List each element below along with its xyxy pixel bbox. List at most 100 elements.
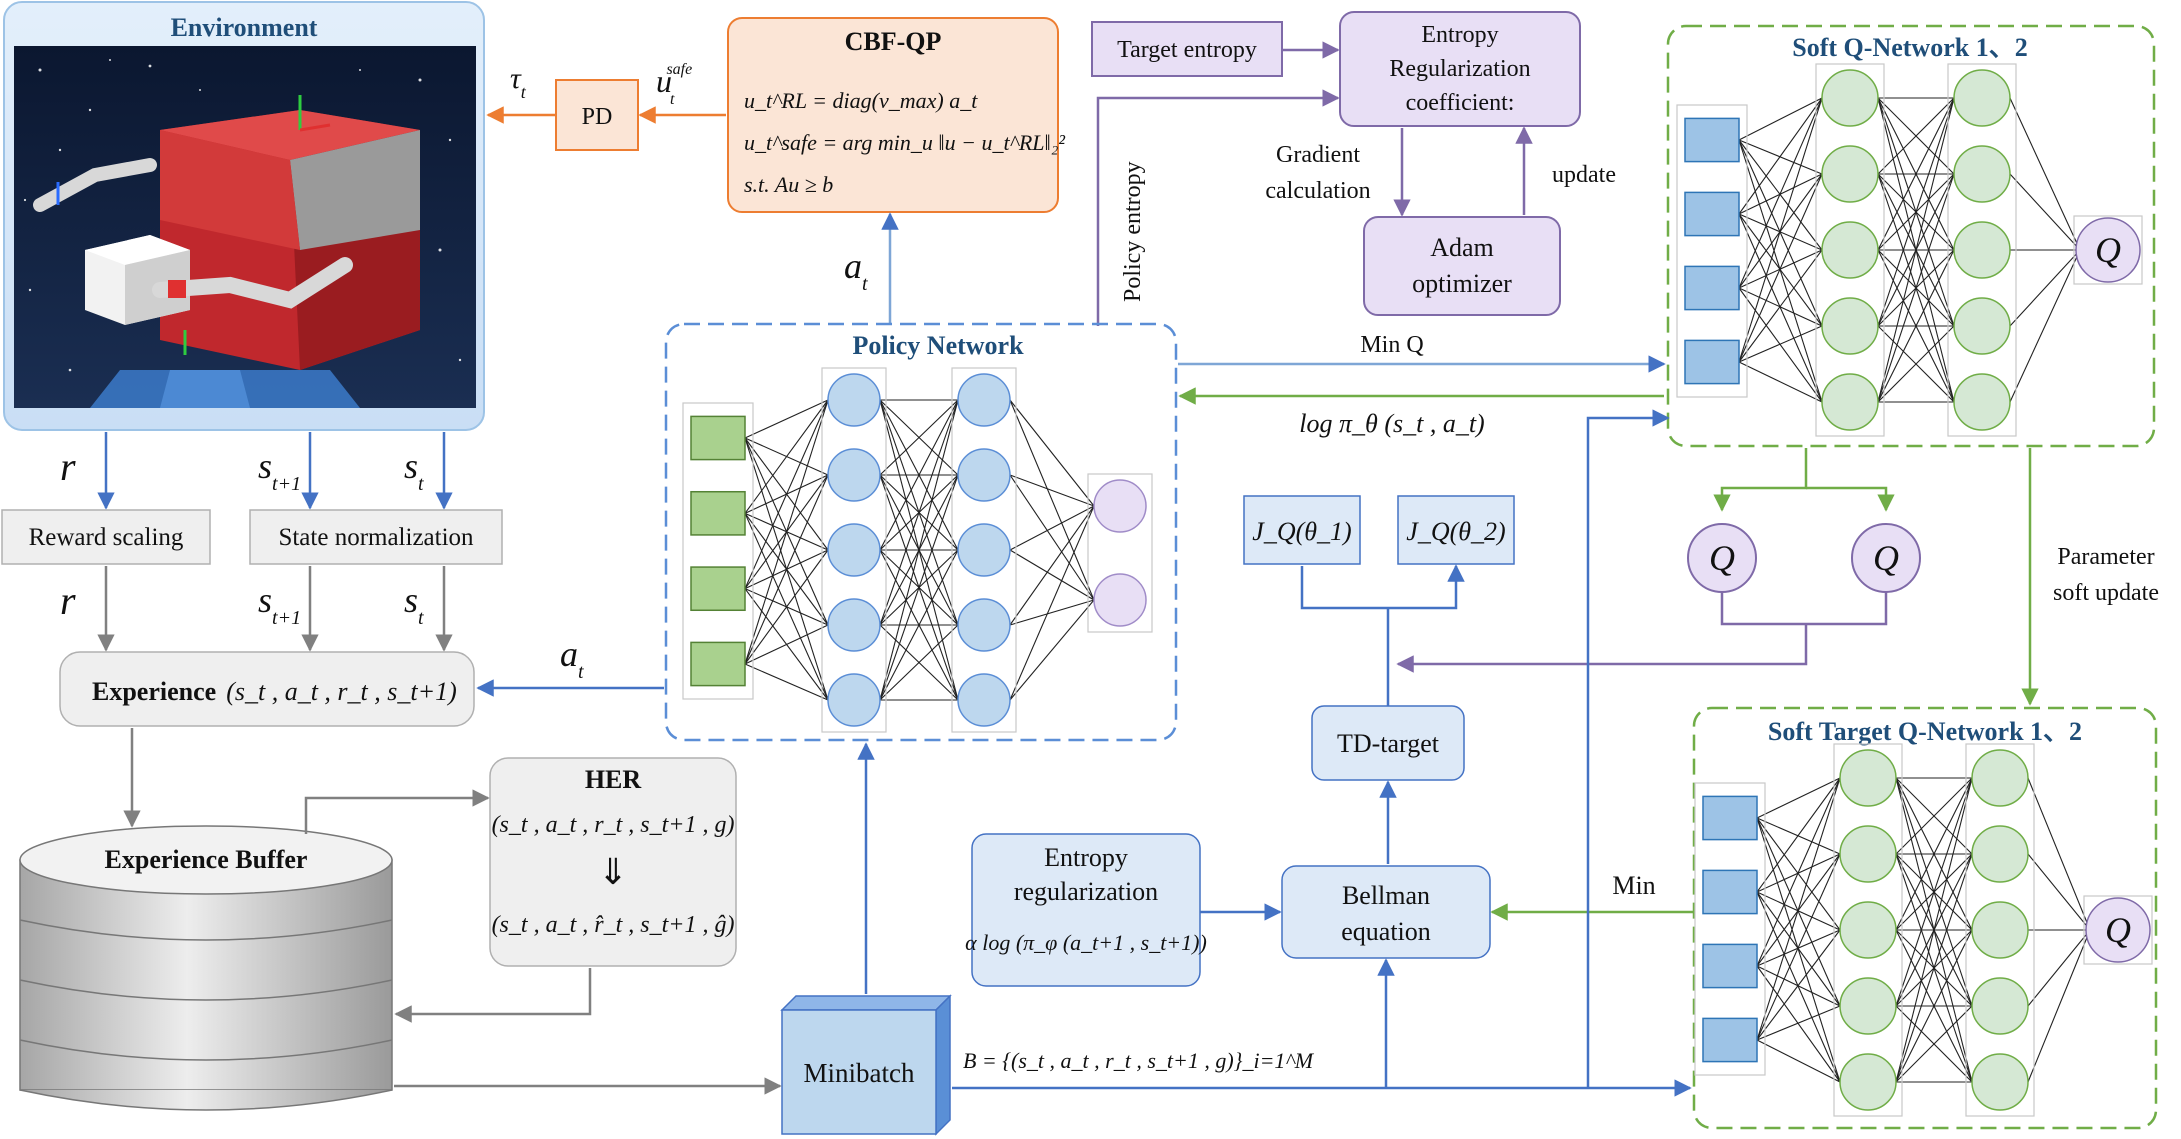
environment-panel: Environment	[3, 1, 485, 431]
nn-connection	[1877, 97, 1955, 327]
nn-connection	[1756, 777, 1841, 967]
nn-hidden-node	[1821, 373, 1879, 431]
state-normalization-label: State normalization	[278, 524, 474, 551]
s-t1-label-bottom: st+1	[258, 580, 301, 629]
nn-connection	[879, 624, 959, 701]
nn-connection	[1756, 965, 1841, 1083]
arrow-q-to-target	[1398, 592, 1888, 664]
nn-connection	[1756, 777, 1841, 819]
jq1-label: J_Q(θ_1)	[1252, 517, 1351, 546]
minibatch-label: Minibatch	[804, 1058, 915, 1088]
nn-hidden-node	[1839, 977, 1897, 1035]
nn-connection	[1738, 287, 1823, 403]
arrow-her-to-buffer	[394, 968, 592, 1023]
batch-formula: B = {(s_t , a_t , r_t , s_t+1 , g)}_i=1^…	[963, 1048, 1315, 1073]
arrow-q-split-right	[1806, 486, 1895, 512]
entropy-regularization-box: Entropy regularization α log (π_φ (a_t+1…	[965, 833, 1207, 987]
nn-connection	[2009, 173, 2081, 251]
entropy-reg-line2: regularization	[1014, 877, 1158, 906]
nn-connection	[744, 549, 829, 665]
nn-connection	[1756, 817, 1841, 931]
nn-connection	[744, 399, 829, 514]
q-output-node	[2075, 217, 2141, 283]
nn-hidden-node	[1953, 221, 2011, 279]
nn-connection	[879, 399, 959, 476]
nn-hidden-node	[1953, 145, 2011, 203]
nn-output-node	[1093, 479, 1147, 533]
nn-connection	[1009, 599, 1095, 626]
nn-connection	[1738, 287, 1823, 327]
nn-connection	[1756, 1005, 1841, 1041]
nn-layer-frame	[821, 367, 887, 733]
nn-input-node	[1684, 265, 1740, 311]
nn-connection	[1756, 891, 1841, 1007]
soft-q-title: Soft Q-Network 1、2	[1792, 33, 2027, 62]
nn-input-node	[1684, 339, 1740, 385]
nn-connection	[1009, 474, 1095, 507]
nn-layer-frame	[1087, 473, 1153, 633]
arrow-policy-entropy	[1096, 89, 1340, 326]
jq2-label: J_Q(θ_2)	[1406, 517, 1505, 546]
nn-layer-frame	[2083, 895, 2153, 965]
nn-connection	[2009, 249, 2081, 403]
nn-connection	[2027, 929, 2091, 1083]
nn-hidden-node	[1839, 1053, 1897, 1111]
cbf-qp-box: CBF-QP u_t^RL = diag(v_max) a_t u_t^safe…	[727, 17, 1065, 213]
state-normalization-box: State normalization	[249, 509, 503, 565]
arrow-buffer-to-her	[304, 789, 490, 834]
soft-q-network: Soft Q-Network 1、2 Q	[1666, 24, 2156, 448]
entropy-reg-line1: Entropy	[1044, 843, 1128, 872]
pd-label: PD	[582, 104, 613, 130]
her-box: HER (s_t , a_t , r_t , s_t+1 , g) ⇓ (s_t…	[489, 757, 737, 967]
adam-line2: optimizer	[1412, 269, 1512, 298]
nn-hidden-node	[1821, 297, 1879, 355]
nn-connection	[1738, 139, 1823, 403]
nn-hidden-node	[957, 523, 1011, 577]
nn-hidden-node	[957, 598, 1011, 652]
target-entropy-box: Target entropy	[1091, 21, 1283, 77]
nn-output-node	[1093, 573, 1147, 627]
nn-layer-frame	[1694, 782, 1766, 1076]
soft-target-q-network: Soft Target Q-Network 1、2 Q	[1692, 706, 2158, 1130]
nn-hidden-node	[957, 448, 1011, 502]
nn-layer-frame	[1965, 743, 2035, 1117]
nn-hidden-node	[1971, 977, 2029, 1035]
nn-connection	[1738, 213, 1823, 403]
experience-buffer-label: Experience Buffer	[105, 845, 308, 874]
nn-hidden-node	[1821, 221, 1879, 279]
entropy-coef-line3: coefficient:	[1406, 90, 1515, 116]
reward-scaling-label: Reward scaling	[29, 524, 184, 551]
q-node-2: Q	[1851, 523, 1921, 593]
environment-title: Environment	[171, 13, 318, 42]
arrow-td-to-jq	[1300, 566, 1456, 706]
param-update-line2: soft update	[2053, 580, 2159, 606]
action-label-upper: at	[844, 246, 868, 295]
policy-entropy-label: Policy entropy	[1120, 161, 1146, 302]
nn-layer-frame	[1833, 743, 1903, 1117]
nn-output-label: Q	[2105, 910, 2131, 950]
nn-connection	[879, 399, 959, 701]
nn-input-node	[1702, 1017, 1758, 1063]
nn-connection	[1756, 817, 1841, 1083]
nn-hidden-node	[1821, 145, 1879, 203]
nn-hidden-node	[1971, 901, 2029, 959]
nn-connection	[1877, 249, 1955, 403]
nn-connection	[744, 624, 829, 665]
nn-connection	[1009, 549, 1095, 601]
cbf-title: CBF-QP	[845, 27, 942, 56]
nn-input-node	[690, 641, 746, 687]
nn-connection	[1877, 97, 1955, 175]
nn-connection	[2027, 853, 2091, 931]
nn-connection	[2009, 249, 2081, 327]
nn-layer-frame	[682, 402, 754, 700]
gradient-label-line1: Gradient	[1276, 142, 1360, 168]
q-node-2-label: Q	[1873, 538, 1899, 578]
nn-connection	[1738, 97, 1823, 289]
her-tuple2: (s_t , a_t , r̂_t , s_t+1 , ĝ)	[492, 912, 735, 938]
r-label-top: r	[60, 444, 76, 489]
nn-connection	[1009, 399, 1095, 507]
nn-connection	[1738, 97, 1823, 141]
nn-hidden-node	[827, 523, 881, 577]
target-entropy-label: Target entropy	[1117, 37, 1257, 63]
nn-connection	[1009, 599, 1095, 701]
